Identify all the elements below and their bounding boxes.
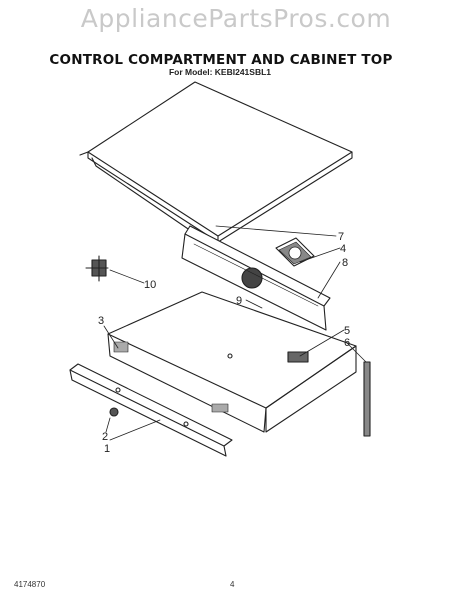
control-panel-bracket: [181, 225, 331, 331]
callout-7: 7: [338, 231, 344, 243]
callout-1: 1: [104, 443, 110, 455]
model-subtitle: For Model: KEBI241SBL1: [168, 67, 272, 77]
callout-2: 2: [102, 431, 108, 443]
thermostat-part: [85, 255, 109, 282]
footer-part-number: 4174870: [14, 580, 46, 589]
callout-8: 8: [342, 257, 348, 269]
callout-10: 10: [144, 279, 156, 291]
watermark: AppliancePartsPros.com: [80, 4, 392, 33]
control-compartment-floor: [107, 291, 357, 433]
cabinet-top-panel: [79, 81, 353, 249]
gasket-strip: [363, 361, 371, 437]
screw-part: [109, 407, 119, 417]
callout-6: 6: [344, 337, 350, 349]
callout-4: 4: [340, 243, 346, 255]
leader-lines: [103, 225, 367, 441]
callout-9: 9: [236, 295, 242, 307]
blower-fan: [275, 237, 315, 267]
page-title: CONTROL COMPARTMENT AND CABINET TOP: [49, 52, 393, 68]
front-trim-strip: [69, 363, 233, 457]
callout-3: 3: [98, 315, 104, 327]
callout-5: 5: [344, 325, 350, 337]
footer-page-number: 4: [230, 580, 235, 589]
